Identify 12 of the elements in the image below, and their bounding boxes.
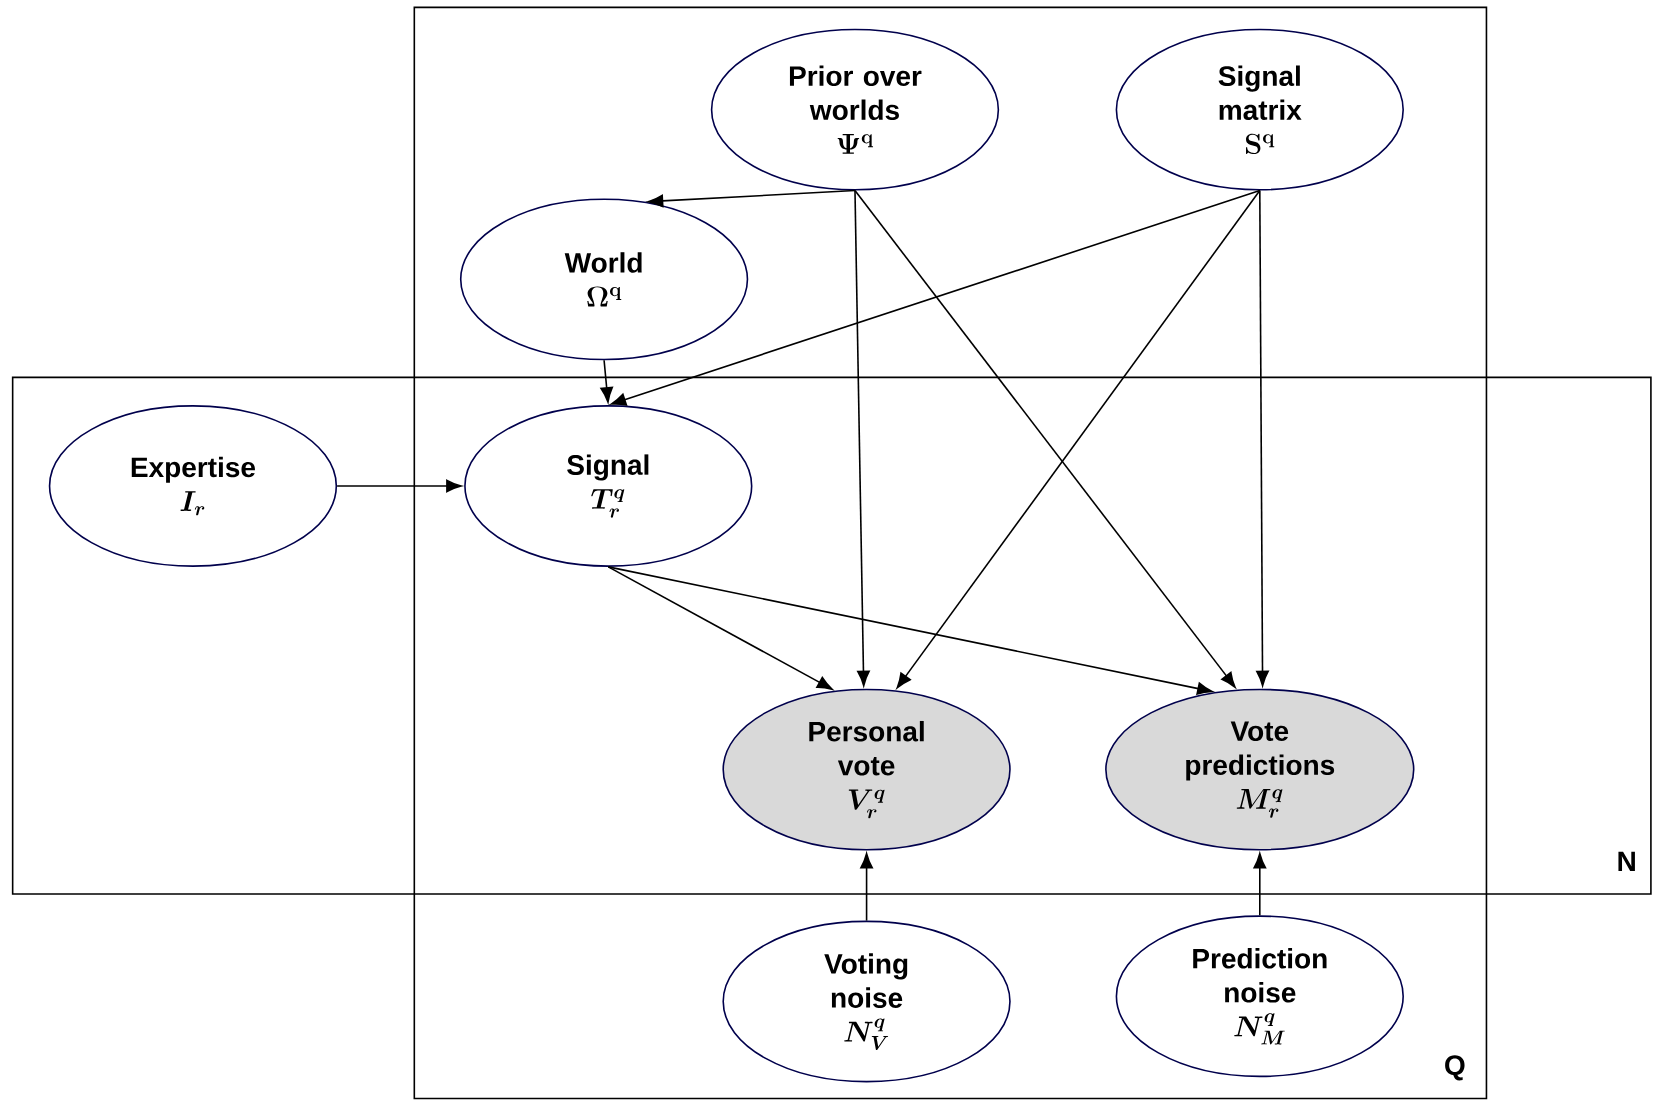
arrow bbox=[854, 189, 870, 687]
arrow bbox=[600, 359, 614, 403]
arrow bbox=[1253, 853, 1267, 917]
arrow bbox=[896, 189, 1261, 689]
arrow bbox=[854, 189, 1236, 688]
arrow bbox=[860, 853, 873, 922]
arrow bbox=[647, 189, 856, 208]
arrow bbox=[607, 566, 833, 691]
arrow bbox=[336, 479, 462, 493]
arrow bbox=[607, 566, 1213, 696]
arrow bbox=[610, 189, 1261, 406]
arrow bbox=[1256, 189, 1269, 687]
